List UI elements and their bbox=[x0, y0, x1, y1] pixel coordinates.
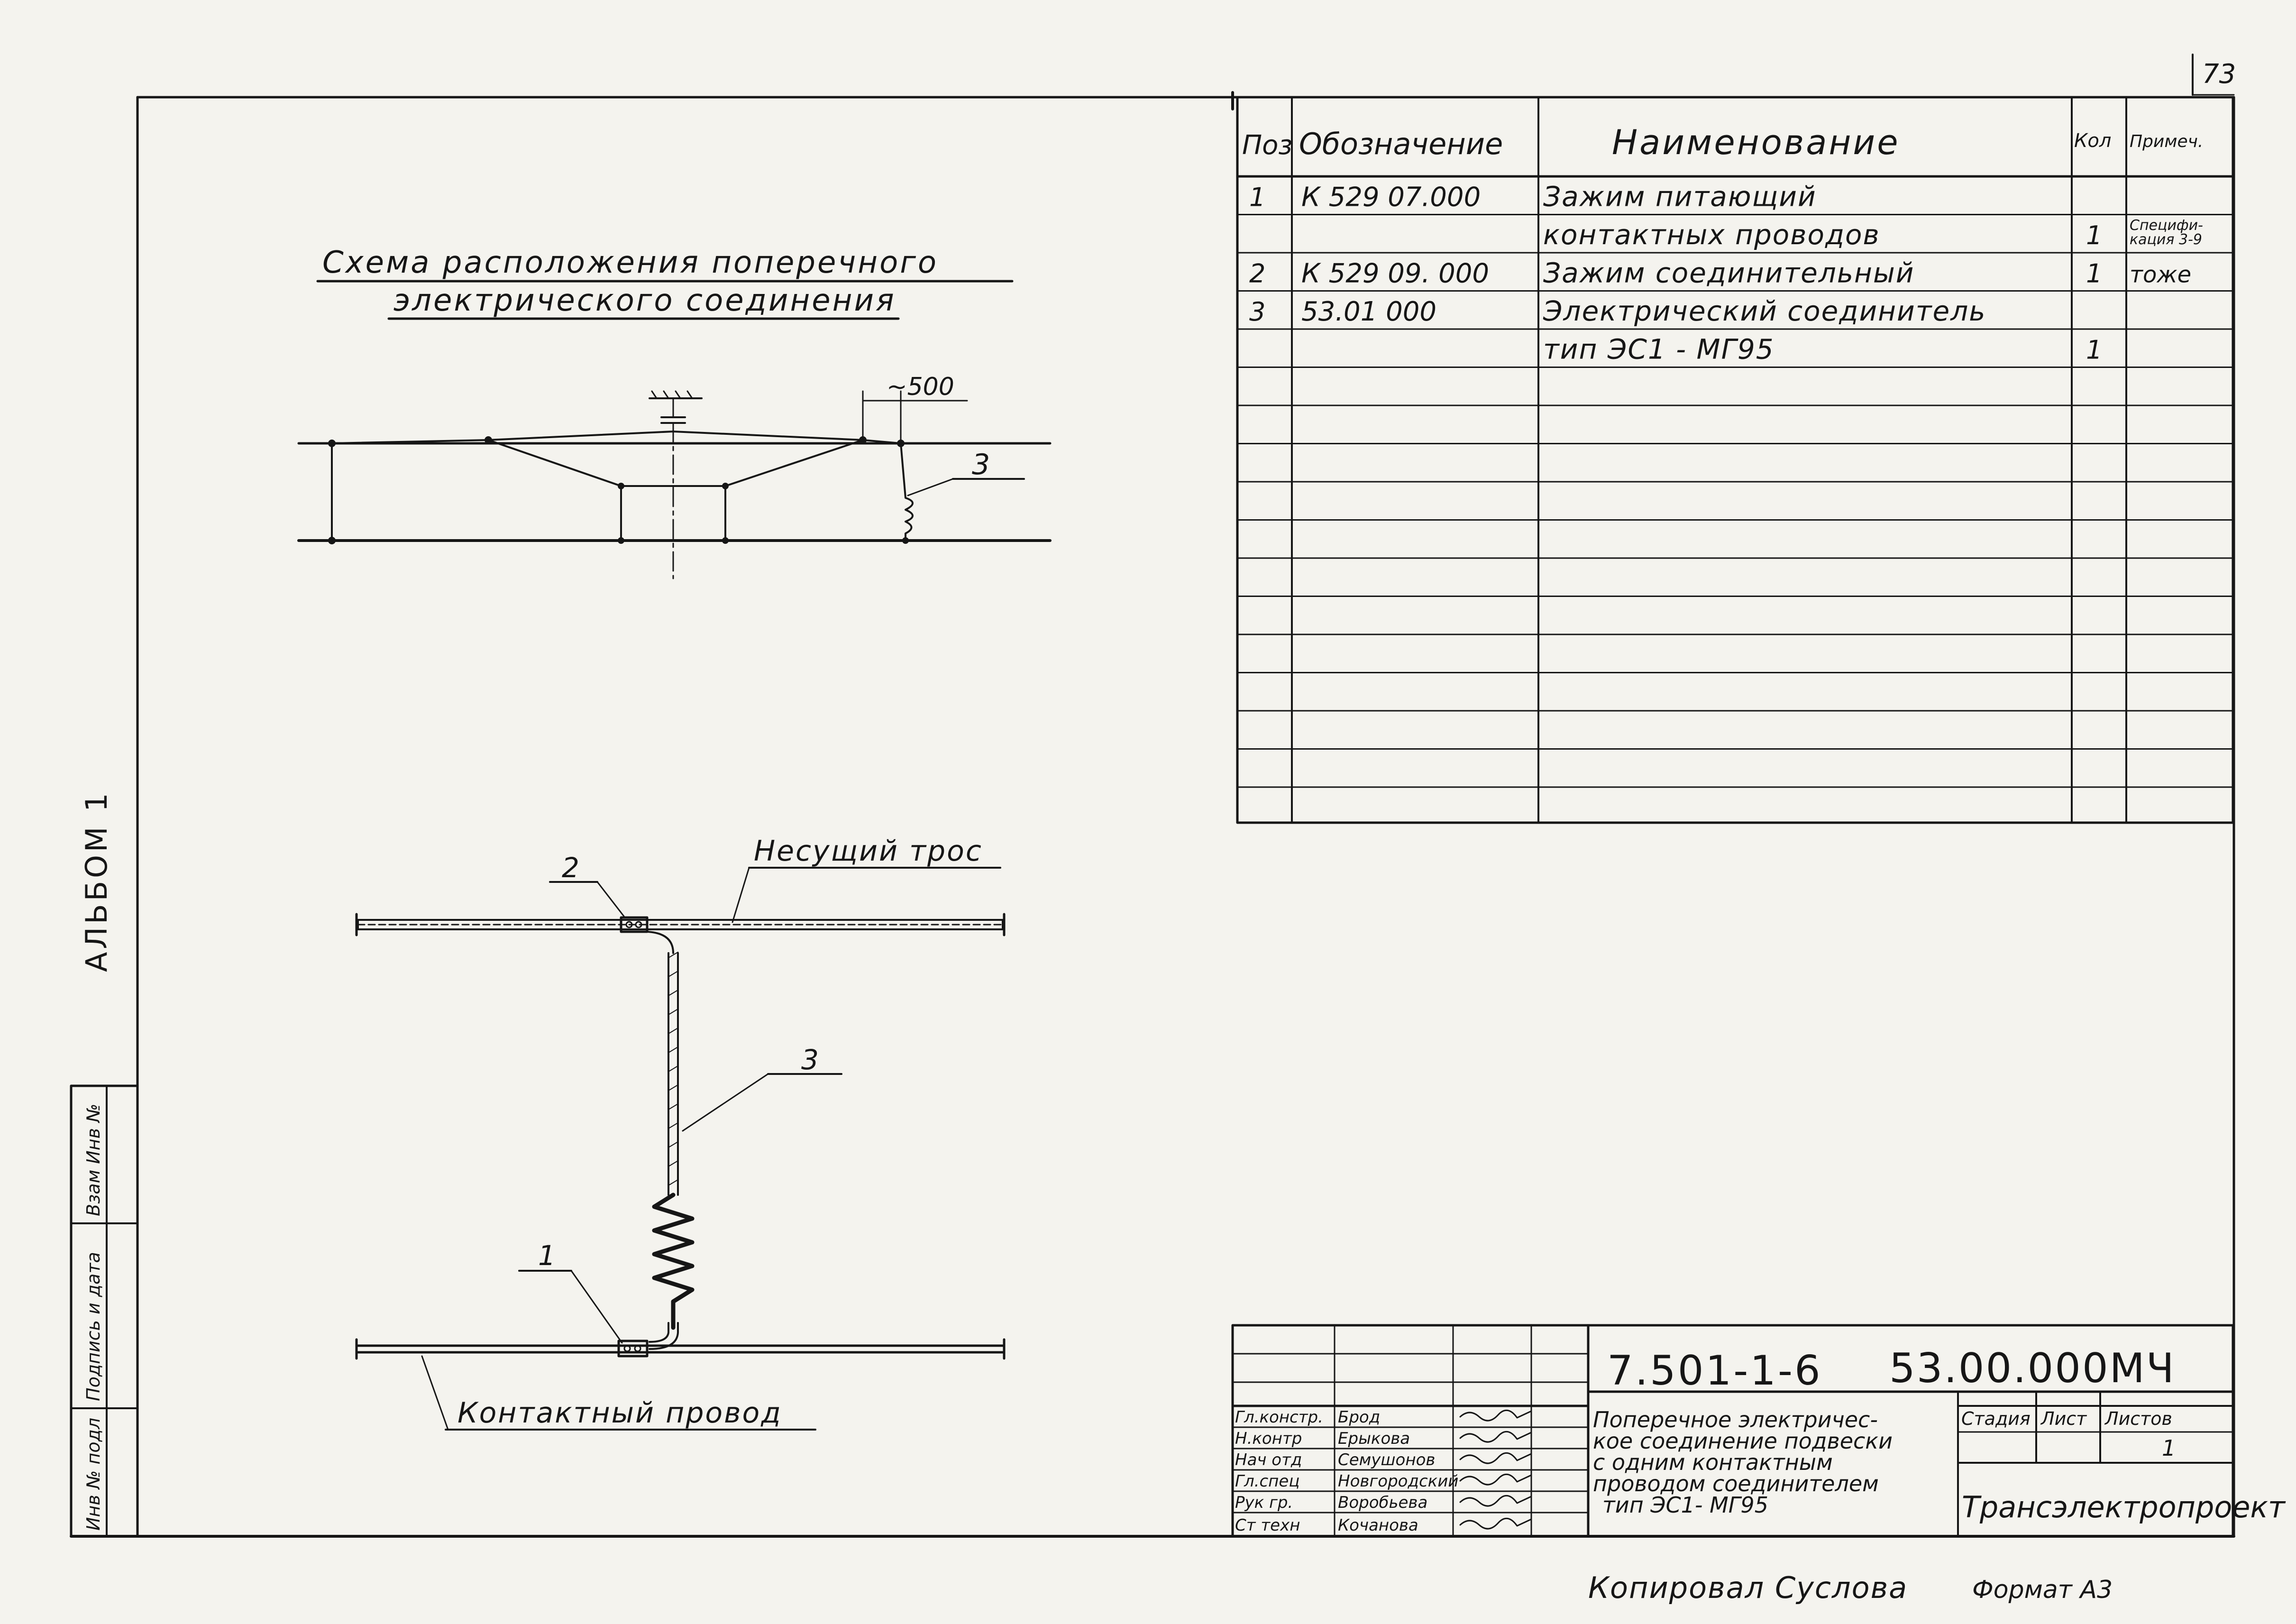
detail-diagram: 2 Несущий трос 3 1 Контактный провод bbox=[355, 835, 1006, 1431]
spec-cell-pos: 3 bbox=[1249, 297, 1265, 327]
spec-cell-designation: 53.01 000 bbox=[1301, 296, 1436, 327]
stamp-sign-label: Подпись и дата bbox=[83, 1252, 104, 1401]
detail-pos-2-label: 2 bbox=[562, 852, 579, 884]
description-line-5: тип ЭС1- МГ95 bbox=[1602, 1492, 1768, 1518]
scheme-diagram: 3 ~500 bbox=[297, 373, 1052, 579]
spec-header-designation: Обозначение bbox=[1299, 127, 1503, 161]
staff-role: Гл.спец bbox=[1235, 1472, 1299, 1491]
album-label-group: АЛЬБОМ 1 bbox=[79, 790, 114, 972]
scheme-title-line1: Схема расположения поперечного bbox=[322, 245, 938, 280]
spec-cell-qty: 1 bbox=[2086, 220, 2102, 250]
signature-mark bbox=[1459, 1452, 1532, 1464]
page-number-box: 73 bbox=[2192, 54, 2236, 96]
contact-wire-label: Контактный провод bbox=[457, 1396, 782, 1430]
spec-header-qty: Кол bbox=[2074, 130, 2111, 152]
staff-name: Брод bbox=[1338, 1408, 1380, 1427]
signature-mark bbox=[1459, 1410, 1532, 1422]
sheet-header: Лист bbox=[2040, 1408, 2087, 1429]
stage-header: Стадия bbox=[1961, 1408, 2031, 1429]
scheme-title: Схема расположения поперечного электриче… bbox=[316, 245, 1014, 320]
album-label: АЛЬБОМ 1 bbox=[79, 790, 114, 972]
spec-cell-pos: 2 bbox=[1249, 259, 1265, 289]
scheme-dim-label: ~500 bbox=[887, 373, 954, 401]
doc-code: 53.00.000МЧ bbox=[1889, 1345, 2176, 1392]
description-line-2: кое соединение подвески bbox=[1593, 1428, 1893, 1454]
staff-role: Рук гр. bbox=[1235, 1493, 1293, 1512]
detail-pos-3-label: 3 bbox=[801, 1044, 819, 1076]
stamp-replace-label: Взам Инв № bbox=[83, 1103, 104, 1216]
spec-cell-name: Зажим соединительный bbox=[1543, 257, 1914, 289]
left-stamp: Инв № подл Подпись и дата Взам Инв № bbox=[70, 1084, 139, 1538]
stamp-inv-label: Инв № подл bbox=[83, 1418, 104, 1531]
sheets-header: Листов bbox=[2104, 1408, 2172, 1429]
spec-cell-name: Электрический соединитель bbox=[1543, 295, 1986, 327]
spec-cell-qty: 1 bbox=[2086, 259, 2102, 289]
doc-number: 7.501-1-6 bbox=[1607, 1347, 1822, 1395]
spec-cell-pos: 1 bbox=[1249, 183, 1265, 212]
spec-table: Поз Обозначение Наименование Кол Примеч.… bbox=[1236, 96, 2234, 824]
copied-by: Копировал Суслова bbox=[1588, 1570, 1908, 1605]
description-line-1: Поперечное электричес- bbox=[1593, 1407, 1878, 1432]
signature-mark bbox=[1459, 1495, 1532, 1507]
carrier-cable-label: Несущий трос bbox=[754, 835, 983, 868]
staff-role: Ст техн bbox=[1235, 1516, 1300, 1535]
staff-name: Семушонов bbox=[1338, 1450, 1435, 1469]
scheme-pos-3-label: 3 bbox=[972, 448, 990, 481]
signature-mark bbox=[1459, 1474, 1532, 1486]
staff-name: Воробьева bbox=[1338, 1493, 1427, 1512]
spec-cell-designation: К 529 09. 000 bbox=[1301, 258, 1489, 289]
spec-header-pos: Поз bbox=[1242, 130, 1292, 161]
signature-mark bbox=[1459, 1518, 1532, 1530]
signature-mark bbox=[1459, 1431, 1532, 1443]
description-line-3: с одним контактным bbox=[1593, 1450, 1833, 1475]
description-line-4: проводом соединителем bbox=[1593, 1471, 1879, 1496]
spec-cell-name: тип ЭС1 - МГ95 bbox=[1543, 333, 1775, 366]
staff-name: Ерыкова bbox=[1338, 1429, 1410, 1448]
spec-header-note: Примеч. bbox=[2130, 132, 2203, 151]
spec-cell-note: кация 3-9 bbox=[2130, 231, 2202, 248]
spec-cell-note: тоже bbox=[2130, 262, 2191, 288]
staff-name: Новгородский bbox=[1338, 1472, 1458, 1491]
staff-role: Нач отд bbox=[1235, 1450, 1302, 1469]
spec-cell-qty: 1 bbox=[2086, 335, 2102, 365]
staff-name: Кочанова bbox=[1338, 1516, 1418, 1535]
sheets-value: 1 bbox=[2162, 1435, 2176, 1461]
scheme-title-line2: электрического соединения bbox=[393, 283, 896, 318]
spec-cell-designation: К 529 07.000 bbox=[1301, 182, 1481, 213]
spec-cell-note: Специфи- bbox=[2130, 217, 2203, 234]
staff-role: Гл.констр. bbox=[1235, 1408, 1323, 1427]
spec-cell-name: контактных проводов bbox=[1543, 219, 1880, 251]
staff-role: Н.контр bbox=[1235, 1429, 1302, 1448]
spec-cell-name: Зажим питающий bbox=[1543, 181, 1817, 213]
spec-header-name: Наименование bbox=[1612, 122, 1900, 162]
organization-name: Трансэлектропроект bbox=[1962, 1490, 2286, 1524]
page-number: 73 bbox=[2202, 59, 2236, 90]
paper-format: Формат А3 bbox=[1972, 1576, 2113, 1604]
detail-pos-1-label: 1 bbox=[538, 1239, 556, 1272]
